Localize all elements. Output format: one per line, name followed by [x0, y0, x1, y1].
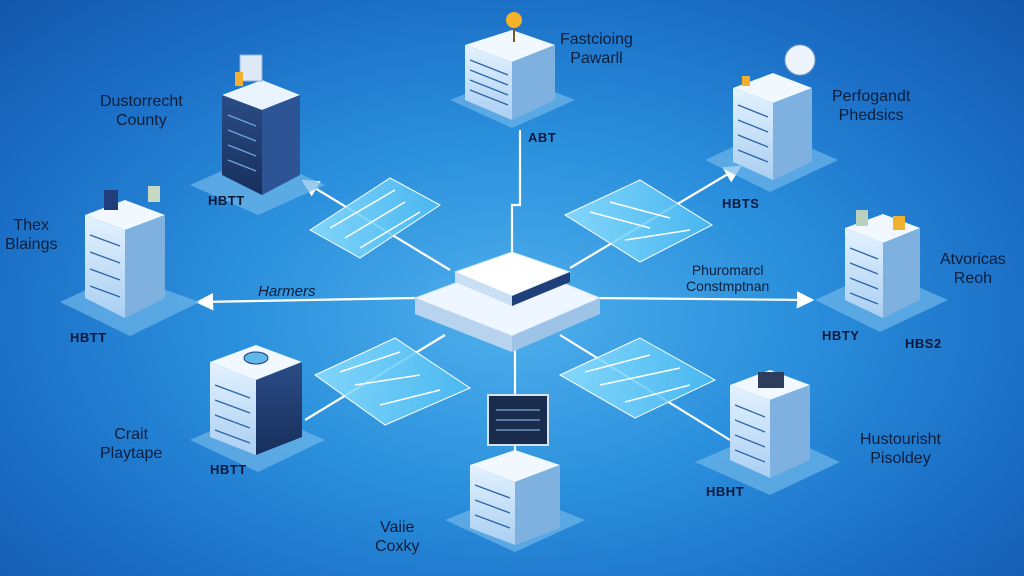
label-line: Hustourisht	[860, 431, 941, 448]
hub-label-right: Phuromarcl Constmptnan	[686, 262, 769, 294]
tag-thex: HBTT	[70, 330, 107, 345]
tag-perfogandt: HBTS	[722, 196, 760, 211]
label-line: Fastcioing	[560, 31, 633, 48]
building-hustourisht	[695, 370, 840, 495]
label-line: Pawarll	[570, 50, 623, 67]
label-line: Pisoldey	[870, 450, 931, 467]
panel-top-left	[309, 177, 441, 259]
node-label-fastcioing: Fastcioing Pawarll	[560, 30, 633, 68]
node-label-hustourisht: Hustourisht Pisoldey	[860, 430, 941, 468]
building-thex	[60, 186, 200, 336]
panel-bottom-right	[558, 337, 717, 419]
building-fastcioing	[450, 12, 575, 128]
data-panels	[309, 177, 717, 426]
label-line: Blaings	[5, 236, 58, 253]
label-line: Phedsics	[838, 107, 904, 124]
label-line: Constmptnan	[686, 278, 770, 294]
node-label-crait: Crait Playtape	[100, 425, 162, 463]
node-label-vaiie: Vaiie Coxky	[375, 518, 419, 556]
building-vaiie	[445, 394, 585, 552]
panel-bottom-left	[314, 337, 472, 426]
hub-label-left: Harmers	[258, 283, 316, 300]
label-line: Atvoricas	[940, 251, 1006, 268]
central-hub	[413, 251, 602, 352]
tag-crait: HBTT	[210, 462, 247, 477]
building-atvoricas	[815, 210, 948, 332]
tag-atvoricas: HBTY	[822, 328, 860, 343]
node-label-dustorrecht: Dustorrecht County	[100, 92, 183, 130]
label-line: Phuromarcl	[691, 262, 764, 278]
link-right	[594, 291, 815, 309]
label-line: Reoh	[953, 270, 993, 287]
label-line: Vaiie	[380, 519, 415, 536]
label-line: Coxky	[375, 538, 420, 555]
building-dustorrecht	[190, 54, 325, 215]
node-label-atvoricas: Atvoricas Reoh	[940, 250, 1006, 288]
label-line: Crait	[114, 426, 149, 443]
link-top	[510, 130, 522, 262]
node-label-perfogandt: Perfogandt Phedsics	[832, 87, 910, 125]
tag-dustorrecht: HBTT	[208, 193, 245, 208]
building-perfogandt	[705, 44, 838, 192]
tag-hustourisht: HBHT	[706, 484, 745, 499]
link-left	[195, 292, 416, 311]
building-crait	[190, 345, 325, 472]
label-line: Playtape	[100, 445, 163, 462]
node-label-thex: Thex Blaings	[5, 216, 57, 254]
panel-top-right	[563, 179, 714, 263]
label-line: Thex	[13, 217, 50, 234]
label-line: Dustorrecht	[100, 93, 183, 110]
tag-fastcioing: ABT	[528, 130, 557, 145]
label-line: Perfogandt	[832, 88, 911, 105]
tag-extra: HBS2	[905, 336, 942, 351]
label-line: County	[116, 112, 167, 129]
